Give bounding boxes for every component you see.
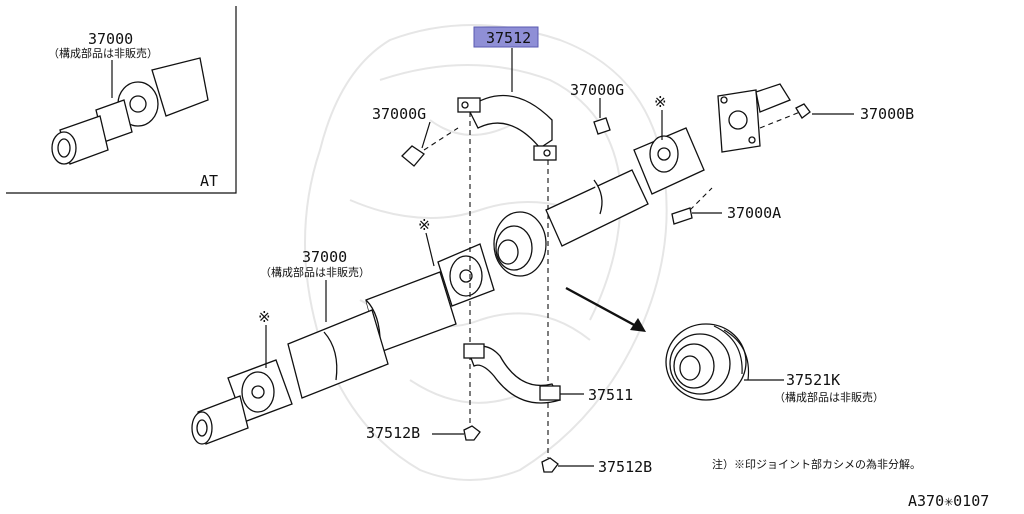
grommet-37000g-left xyxy=(401,145,425,167)
diagram-code: A370✳0107 xyxy=(908,492,989,510)
inset-shaft-drawing xyxy=(51,57,209,165)
inset-at-label: AT xyxy=(200,172,218,190)
part-highlight-box xyxy=(473,26,539,48)
callout-37000g-right[interactable]: 37000G xyxy=(570,81,624,135)
inset-part-number: 37000 xyxy=(88,30,133,48)
nut-37512b-right xyxy=(541,457,559,473)
center-bearing-upper-bracket xyxy=(457,94,557,161)
part-number-37000g-right[interactable]: 37000G xyxy=(570,81,624,99)
grommet-37000g-right xyxy=(593,117,611,135)
part-number-37000b[interactable]: 37000B xyxy=(860,105,914,123)
callout-37512b-left[interactable]: 37512B xyxy=(366,424,481,442)
callout-37512b-right[interactable]: 37512B xyxy=(541,457,652,476)
part-number-37512b-right[interactable]: 37512B xyxy=(598,458,652,476)
center-bearing-37521k xyxy=(665,323,750,401)
center-bearing-lower-bracket xyxy=(463,343,561,404)
inset-note: （構成部品は非販売） xyxy=(48,46,158,60)
part-number-37512[interactable]: 37512 xyxy=(486,29,531,47)
propeller-shaft-drawing xyxy=(191,127,705,445)
callout-37000a[interactable]: 37000A xyxy=(671,187,781,225)
joint-mark-middle: ※ xyxy=(418,216,431,234)
callout-37512[interactable]: 37512 xyxy=(473,26,539,92)
nut-37512b-left xyxy=(463,425,481,441)
part-number-37000a[interactable]: 37000A xyxy=(727,204,781,222)
joint-mark-rear: ※ xyxy=(654,93,667,111)
part-number-37000g-left[interactable]: 37000G xyxy=(372,105,426,123)
inset-at-panel: 37000 （構成部品は非販売） AT xyxy=(6,6,237,194)
bolt-37000a xyxy=(671,207,693,225)
callout-37521k[interactable]: 37521K （構成部品は非販売） xyxy=(744,371,884,404)
footnote: 注）※印ジョイント部カシメの為非分解。 xyxy=(712,457,921,471)
rear-flange-assembly xyxy=(717,83,801,153)
part-number-37512b-left[interactable]: 37512B xyxy=(366,424,420,442)
callout-37511[interactable]: 37511 xyxy=(560,386,633,404)
part-note-37521k: （構成部品は非販売） xyxy=(774,390,884,404)
nut-37000b xyxy=(795,103,811,119)
part-number-37511[interactable]: 37511 xyxy=(588,386,633,404)
callout-37000-main[interactable]: 37000 （構成部品は非販売） xyxy=(260,248,370,322)
part-number-37000-main[interactable]: 37000 xyxy=(302,248,347,266)
explode-arrow xyxy=(565,286,646,332)
joint-mark-front: ※ xyxy=(258,308,271,326)
part-number-37521k[interactable]: 37521K xyxy=(786,371,840,389)
callout-37000b[interactable]: 37000B xyxy=(795,103,914,123)
part-note-37000-main: （構成部品は非販売） xyxy=(260,265,370,279)
callout-37000g-left[interactable]: 37000G xyxy=(372,105,459,167)
